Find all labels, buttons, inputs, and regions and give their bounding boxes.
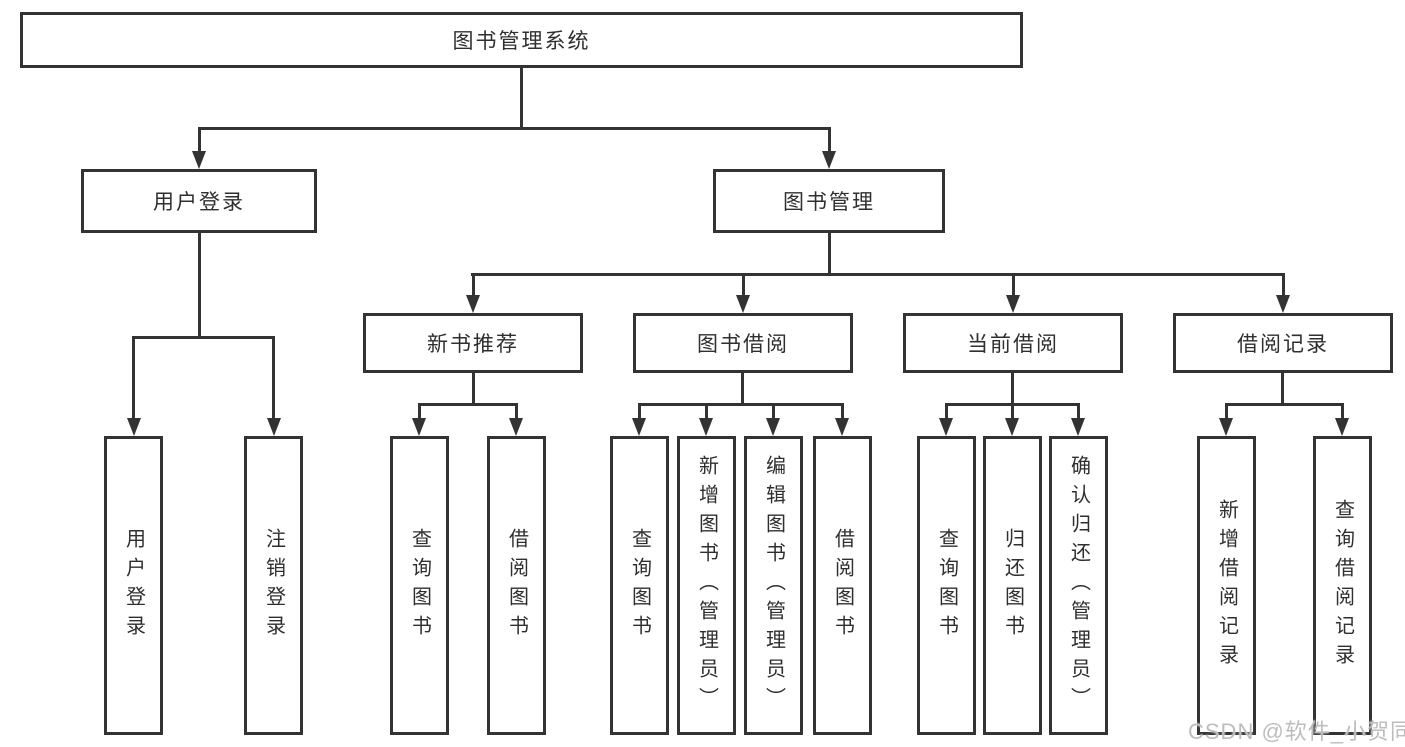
connector-hline [638, 403, 844, 406]
node-library-system-label: 图书管理系统 [452, 30, 591, 53]
connector-arrow-down [1335, 418, 1349, 436]
leaf-return-books: 归还图书 [983, 436, 1042, 735]
node-new-book-recommendation-label: 新书推荐 [427, 333, 519, 356]
connector-vline [418, 406, 421, 418]
node-borrowing-records-label: 借阅记录 [1237, 333, 1329, 356]
connector-vline [638, 406, 641, 418]
leaf-query-books-recommend: 查询图书 [390, 436, 449, 735]
node-book-management-label: 图书管理 [783, 191, 875, 214]
connector-hline [198, 127, 831, 130]
connector-vline [520, 68, 523, 130]
connector-vline [828, 130, 831, 152]
leaf-query-borrow-record: 查询借阅记录 [1313, 436, 1372, 735]
leaf-confirm-return-admin: 确认归还（管理员） [1049, 436, 1108, 735]
connector-hline [945, 403, 1080, 406]
connector-vline [1011, 373, 1014, 406]
connector-vline [705, 406, 708, 418]
connector-hline [471, 273, 1285, 276]
node-library-system: 图书管理系统 [20, 12, 1023, 68]
node-current-borrowing-label: 当前借阅 [967, 333, 1059, 356]
connector-vline [1011, 406, 1014, 418]
connector-arrow-down [699, 418, 713, 436]
node-user-login-label: 用户登录 [153, 191, 245, 214]
leaf-user-login: 用户登录 [104, 436, 163, 735]
connector-vline [198, 233, 201, 339]
connector-arrow-down [1005, 418, 1019, 436]
connector-arrow-down [1276, 295, 1290, 313]
connector-vline [132, 339, 135, 418]
connector-vline [1225, 406, 1228, 418]
connector-arrow-down [736, 295, 750, 313]
leaf-query-borrow-record-label: 查询借阅记录 [1331, 498, 1354, 673]
leaf-edit-book-admin: 编辑图书（管理员） [744, 436, 803, 735]
leaf-logout-label: 注销登录 [262, 527, 285, 644]
connector-vline [841, 406, 844, 418]
leaf-query-books-current-label: 查询图书 [935, 527, 958, 644]
connector-arrow-down [939, 418, 953, 436]
connector-arrow-down [632, 418, 646, 436]
connector-hline [132, 336, 275, 339]
node-book-borrowing: 图书借阅 [633, 313, 853, 373]
leaf-edit-book-admin-label: 编辑图书（管理员） [762, 455, 785, 716]
connector-arrow-down [412, 418, 426, 436]
connector-arrow-down [766, 418, 780, 436]
leaf-return-books-label: 归还图书 [1001, 527, 1024, 644]
leaf-add-book-admin: 新增图书（管理员） [677, 436, 736, 735]
node-user-login: 用户登录 [81, 169, 317, 233]
leaf-add-borrow-record-label: 新增借阅记录 [1215, 498, 1238, 673]
connector-arrow-down [835, 418, 849, 436]
leaf-confirm-return-admin-label: 确认归还（管理员） [1067, 455, 1090, 716]
connector-vline [828, 233, 831, 276]
connector-arrow-down [1219, 418, 1233, 436]
connector-vline [515, 406, 518, 418]
leaf-borrow-books-recommend-label: 借阅图书 [505, 527, 528, 644]
connector-arrow-down [1071, 418, 1085, 436]
leaf-query-books-recommend-label: 查询图书 [408, 527, 431, 644]
connector-vline [472, 373, 475, 406]
leaf-borrow-books-recommend: 借阅图书 [487, 436, 546, 735]
connector-arrow-down [466, 295, 480, 313]
leaf-borrow-books-borrowing: 借阅图书 [813, 436, 872, 735]
node-borrowing-records: 借阅记录 [1173, 313, 1393, 373]
leaf-query-books-current: 查询图书 [917, 436, 976, 735]
connector-vline [1282, 276, 1285, 295]
leaf-borrow-books-borrowing-label: 借阅图书 [831, 527, 854, 644]
connector-vline [272, 339, 275, 418]
leaf-user-login-label: 用户登录 [122, 527, 145, 644]
connector-vline [472, 276, 475, 295]
node-current-borrowing: 当前借阅 [903, 313, 1123, 373]
connector-vline [1012, 276, 1015, 295]
node-book-borrowing-label: 图书借阅 [697, 333, 789, 356]
leaf-add-book-admin-label: 新增图书（管理员） [695, 455, 718, 716]
connector-arrow-down [509, 418, 523, 436]
connector-arrow-down [192, 151, 206, 169]
leaf-logout: 注销登录 [244, 436, 303, 735]
connector-vline [198, 130, 201, 152]
connector-arrow-down [267, 418, 281, 436]
node-new-book-recommendation: 新书推荐 [363, 313, 583, 373]
connector-vline [1281, 373, 1284, 406]
connector-vline [741, 373, 744, 406]
connector-vline [1341, 406, 1344, 418]
watermark: CSDN @软件_小贺同学 [1188, 719, 1405, 744]
connector-vline [772, 406, 775, 418]
connector-vline [1077, 406, 1080, 418]
leaf-add-borrow-record: 新增借阅记录 [1197, 436, 1256, 735]
connector-vline [945, 406, 948, 418]
connector-arrow-down [1006, 295, 1020, 313]
connector-hline [418, 403, 518, 406]
connector-vline [742, 276, 745, 295]
connector-hline [1225, 403, 1344, 406]
leaf-query-books-borrowing: 查询图书 [610, 436, 669, 735]
connector-arrow-down [127, 418, 141, 436]
leaf-query-books-borrowing-label: 查询图书 [628, 527, 651, 644]
connector-arrow-down [822, 151, 836, 169]
node-book-management: 图书管理 [713, 169, 945, 233]
